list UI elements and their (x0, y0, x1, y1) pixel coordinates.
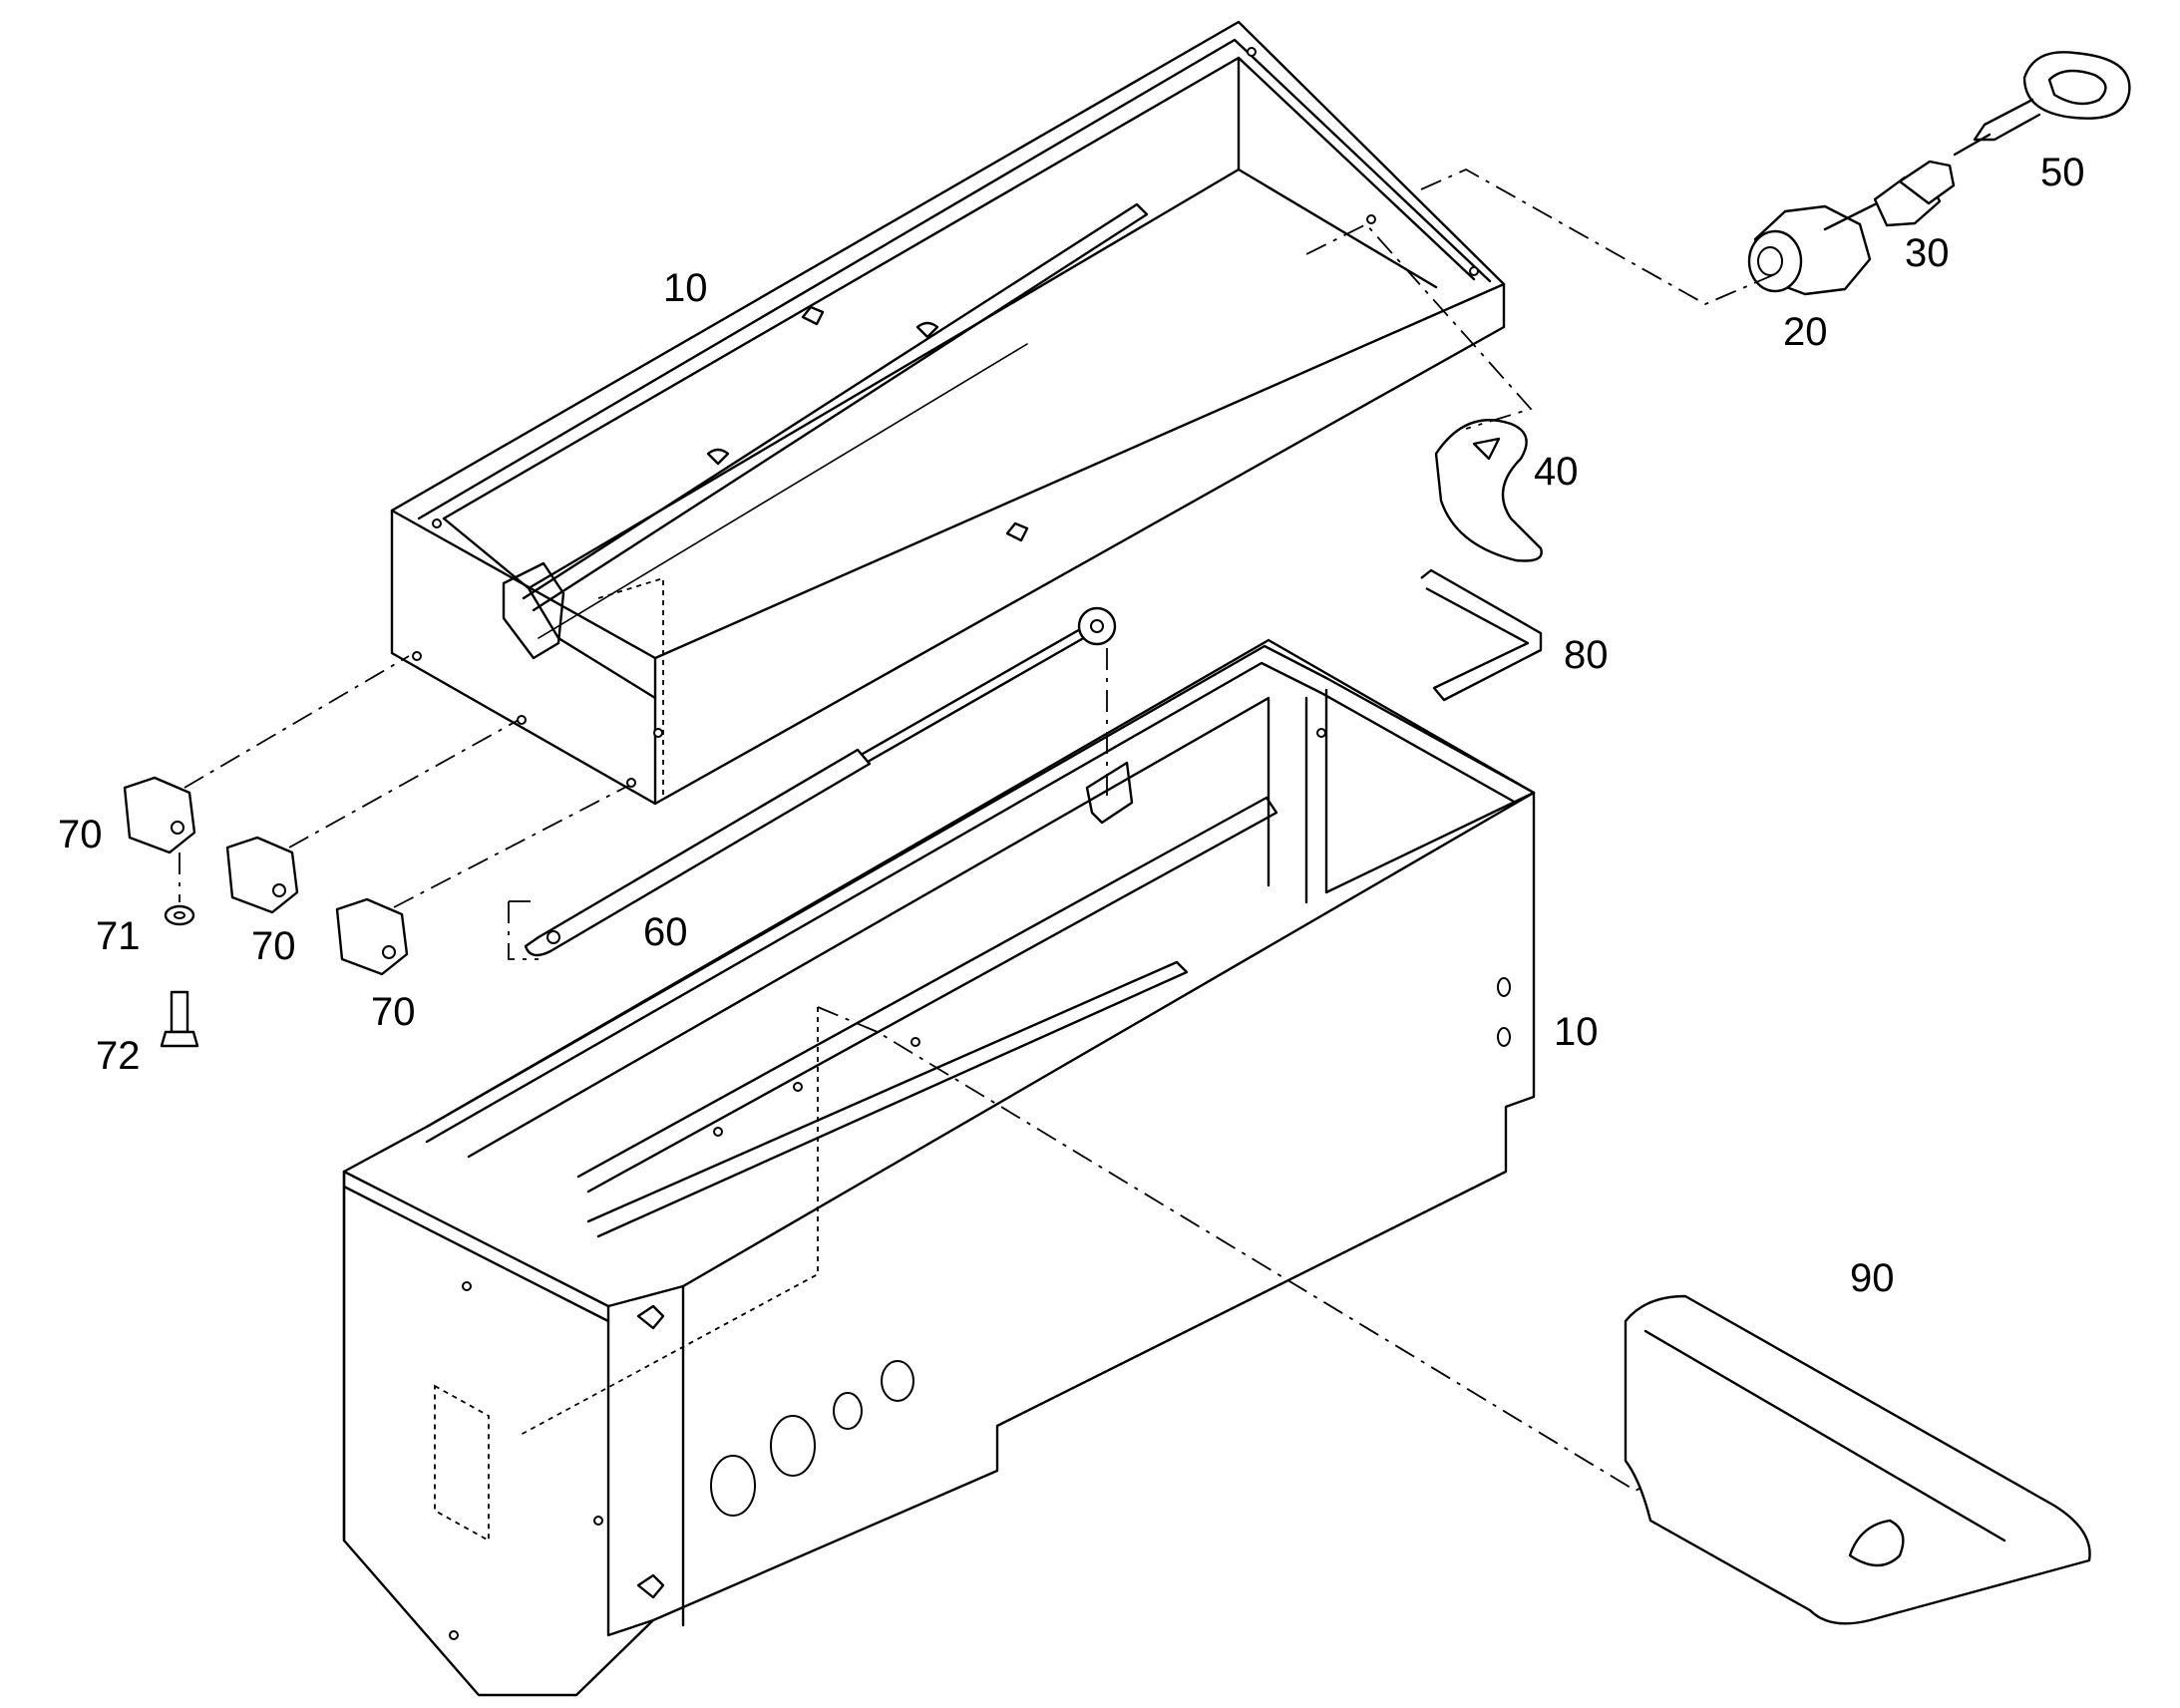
callout-gas-spring: 60 (643, 910, 688, 954)
callout-hinge-c: 70 (371, 990, 416, 1034)
support-bar (1420, 568, 1543, 702)
callout-base-body: 10 (1554, 1010, 1599, 1054)
callout-lock-housing: 20 (1783, 310, 1828, 354)
callout-latch-cam: 40 (1534, 450, 1579, 494)
edge-guard (1624, 1294, 2091, 1625)
latch-cam (1434, 419, 1543, 562)
callout-support-bar: 80 (1564, 633, 1609, 677)
key-icon (2022, 51, 2131, 120)
screw (170, 990, 189, 1034)
callout-lid-body: 10 (663, 266, 708, 310)
callout-hinge-b: 70 (251, 924, 296, 968)
hinge-set (123, 776, 409, 1048)
gas-spring (508, 606, 1117, 960)
callout-washer: 71 (96, 914, 141, 958)
callout-lock-cylinder: 30 (1905, 231, 1950, 275)
callout-key: 50 (2040, 151, 2085, 194)
callout-edge-guard: 90 (1850, 1256, 1895, 1300)
lock-assembly (1747, 51, 2131, 296)
callout-screw: 72 (96, 1034, 141, 1078)
lid-assembly (390, 20, 1506, 806)
base-box (342, 638, 1536, 1697)
assembly-lines (179, 168, 1776, 1493)
callout-labels: 10 20 30 40 50 60 70 70 70 71 72 80 10 9… (58, 151, 2085, 1300)
callout-hinge-a: 70 (58, 813, 103, 856)
